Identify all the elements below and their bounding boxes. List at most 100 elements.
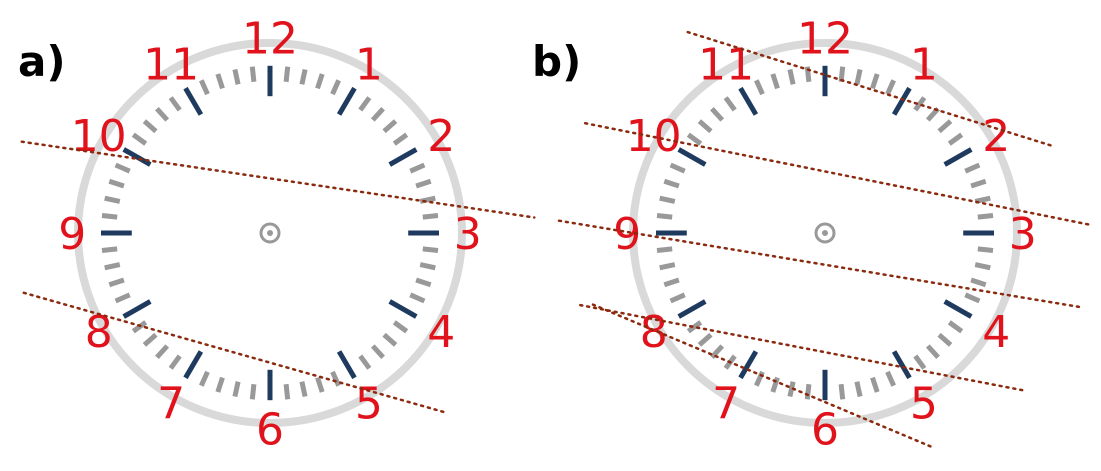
minute-tick [215,376,225,393]
minute-tick [131,132,148,146]
minute-tick [885,370,896,387]
minute-tick [215,73,225,90]
minute-tick [913,354,927,370]
minute-tick [232,68,241,85]
minute-tick [299,381,308,398]
minute-tick [663,277,680,288]
minute-tick [787,68,796,85]
minute-tick [283,383,291,400]
minute-tick [299,68,308,85]
hour-numeral: 2 [982,111,1010,162]
hour-tick [336,86,357,116]
minute-tick [199,79,210,96]
minute-tick [974,195,991,204]
minute-tick [754,370,765,387]
minute-tick [937,119,953,134]
minute-tick [974,262,991,271]
minute-tick [913,96,927,112]
cut-line [591,303,936,450]
minute-tick [947,320,964,334]
panel-label-a: a) [18,37,66,86]
minute-tick [415,178,432,189]
clock-rim [629,39,1021,427]
minute-tick [249,383,257,400]
minute-tick [686,320,703,334]
minute-tick [885,79,896,96]
minute-tick [754,79,765,96]
cut-line [686,30,1056,148]
hour-numeral: 4 [427,307,455,358]
hour-tick [891,350,912,380]
hour-tick [183,86,204,116]
minute-tick [659,195,676,204]
center-dot [822,230,828,236]
minute-tick [155,344,170,359]
hour-numeral: 3 [1009,209,1037,260]
hour-numeral: 11 [143,40,199,91]
minute-tick [787,381,796,398]
hour-numeral: 4 [982,307,1010,358]
minute-tick [422,246,439,253]
minute-tick [142,332,158,347]
hour-numeral: 6 [256,405,284,456]
hour-numeral: 7 [712,379,740,430]
panel-label-b: b) [532,37,581,86]
minute-tick [392,132,409,146]
hour-numeral: 7 [157,379,185,430]
hour-numeral: 12 [242,13,298,64]
minute-tick [168,96,182,112]
center-ring [814,222,836,244]
hour-numeral: 2 [427,111,455,162]
minute-tick [382,119,398,134]
minute-tick [422,213,439,220]
minute-tick [104,262,121,271]
hour-tick [943,147,973,167]
minute-tick [656,213,673,220]
center-ring [259,222,281,244]
minute-tick [870,73,880,90]
minute-tick [142,119,158,134]
minute-tick [686,132,703,146]
minute-tick [947,132,964,146]
hour-numeral: 5 [910,379,938,430]
hour-tick [738,350,759,380]
minute-tick [964,292,981,304]
cut-line [583,121,1091,226]
hour-tick [677,147,707,167]
hour-tick [738,86,759,116]
minute-tick [249,66,257,83]
minute-tick [155,107,170,122]
hour-numeral: 3 [454,209,482,260]
minute-tick [315,73,325,90]
hour-numeral: 10 [71,111,127,162]
cut-line [22,291,448,415]
minute-tick [392,320,409,334]
minute-tick [659,262,676,271]
minute-tick [108,178,125,189]
minute-tick [669,292,686,304]
minute-tick [409,162,426,174]
minute-tick [419,262,436,271]
minute-tick [108,277,125,288]
hour-tick [336,350,357,380]
hour-tick [183,350,204,380]
minute-tick [358,354,372,370]
minute-tick [697,332,713,347]
minute-tick [370,344,385,359]
minute-tick [697,119,713,134]
center-dot [267,230,273,236]
clock-rim [74,39,466,427]
minute-tick [854,381,863,398]
minute-tick [710,107,725,122]
minute-tick [937,332,953,347]
minute-tick [315,376,325,393]
cut-line [20,140,536,219]
hour-tick [388,299,418,319]
minute-tick [854,68,863,85]
hour-numeral: 1 [910,40,938,91]
hour-tick [891,86,912,116]
hour-numeral: 8 [85,307,113,358]
minute-tick [415,277,432,288]
